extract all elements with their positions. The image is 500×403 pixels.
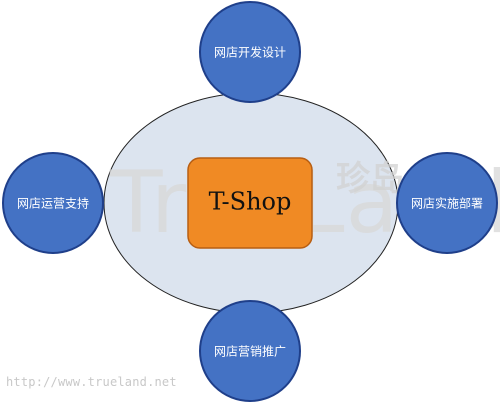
center-box (187, 157, 313, 249)
center-label: T-Shop (209, 188, 292, 216)
watermark-url: http://www.trueland.net (6, 375, 177, 389)
node-bottom-label: 网店营销推广 (214, 345, 286, 359)
node-top-label: 网店开发设计 (214, 45, 286, 60)
node-bottom-circle (199, 300, 301, 402)
node-right-label: 网店实施部署 (411, 196, 483, 211)
node-left-circle (2, 152, 104, 254)
node-left-label: 网店运营支持 (17, 196, 89, 211)
watermark-cjk: 珍岛 (336, 159, 404, 199)
node-top-circle (199, 1, 301, 103)
node-right-circle (396, 152, 498, 254)
